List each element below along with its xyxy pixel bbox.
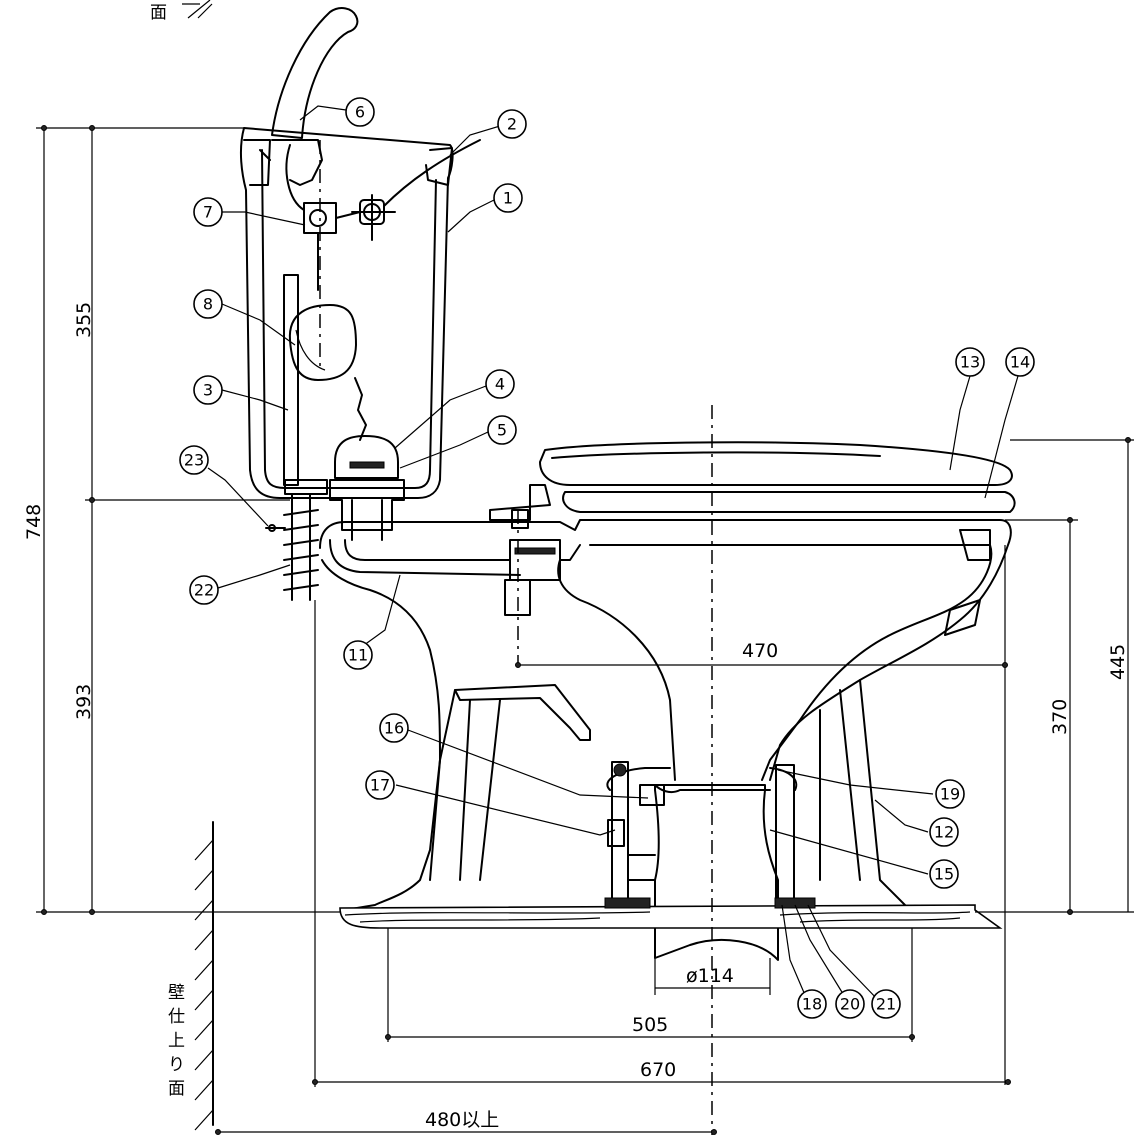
svg-text:7: 7	[203, 203, 213, 222]
callout-8: 8	[193, 289, 223, 319]
dim-670: 670	[640, 1059, 676, 1081]
dim-114: ø114	[686, 965, 734, 987]
callout-23: 23	[179, 445, 209, 475]
supply-pipe	[265, 479, 328, 601]
dim-370: 370	[1049, 699, 1071, 735]
dim-480: 480以上	[425, 1109, 499, 1131]
seat-and-lid	[489, 441, 1016, 529]
wall	[194, 821, 214, 1131]
svg-text:5: 5	[497, 421, 507, 440]
svg-text:4: 4	[495, 375, 505, 394]
callout-7: 7	[193, 197, 223, 227]
dim-748: 748	[23, 504, 45, 540]
dim-470: 470	[742, 640, 778, 662]
leader-lines	[207, 105, 1019, 1003]
svg-text:23: 23	[184, 451, 204, 470]
callout-3: 3	[193, 375, 223, 405]
part-callouts: 6 2 1 7 8 3 4 5 23 22 11 13 14 16 17 19 …	[179, 97, 1035, 1019]
callout-4: 4	[485, 369, 515, 399]
wall-label-5: 面	[168, 1079, 185, 1099]
callout-15: 15	[929, 859, 959, 889]
dim-355: 355	[73, 302, 95, 338]
svg-text:8: 8	[203, 295, 213, 314]
flange	[607, 761, 795, 901]
outlet-pipe	[654, 784, 779, 961]
callout-21: 21	[871, 989, 901, 1019]
callout-12: 12	[929, 817, 959, 847]
callout-11: 11	[343, 640, 373, 670]
callout-1: 1	[493, 183, 523, 213]
flush-valve	[329, 435, 405, 541]
chain	[354, 377, 367, 441]
svg-text:1: 1	[503, 189, 513, 208]
svg-text:17: 17	[370, 776, 390, 795]
flush-lever	[271, 7, 359, 139]
tank	[239, 127, 454, 499]
callout-18: 18	[797, 989, 827, 1019]
svg-text:6: 6	[355, 103, 365, 122]
wall-label-4: り	[168, 1055, 185, 1075]
svg-text:2: 2	[507, 115, 517, 134]
callout-14: 14	[1005, 347, 1035, 377]
callout-6: 6	[345, 97, 375, 127]
dim-445: 445	[1107, 644, 1129, 680]
svg-text:3: 3	[203, 381, 213, 400]
svg-text:22: 22	[194, 581, 214, 600]
callout-19: 19	[935, 779, 965, 809]
svg-text:19: 19	[940, 785, 960, 804]
floor	[339, 897, 1003, 929]
wall-label-1: 壁	[168, 983, 185, 1003]
bolts	[329, 539, 561, 616]
svg-text:16: 16	[384, 719, 404, 738]
callout-20: 20	[835, 989, 865, 1019]
header-hatch	[182, 0, 213, 19]
dim-393: 393	[73, 684, 95, 720]
svg-text:15: 15	[934, 865, 954, 884]
header-fragment: 面	[150, 3, 167, 23]
callout-17: 17	[365, 770, 395, 800]
wall-label-2: 仕	[168, 1007, 185, 1027]
callout-13: 13	[955, 347, 985, 377]
callout-2: 2	[497, 109, 527, 139]
dim-505: 505	[632, 1014, 668, 1036]
svg-text:13: 13	[960, 353, 980, 372]
float-ball	[288, 304, 357, 381]
bowl	[319, 519, 1012, 911]
svg-text:14: 14	[1010, 353, 1030, 372]
svg-text:20: 20	[840, 995, 860, 1014]
dimension-lines	[36, 125, 1134, 1135]
callout-5: 5	[487, 415, 517, 445]
overflow-pipe	[283, 274, 299, 486]
svg-text:12: 12	[934, 823, 954, 842]
inlet-fitting	[351, 139, 481, 241]
callout-22: 22	[189, 575, 219, 605]
svg-text:21: 21	[876, 995, 896, 1014]
callout-16: 16	[379, 713, 409, 743]
wall-label-3: 上	[168, 1031, 185, 1051]
svg-text:18: 18	[802, 995, 822, 1014]
svg-text:11: 11	[348, 646, 368, 665]
